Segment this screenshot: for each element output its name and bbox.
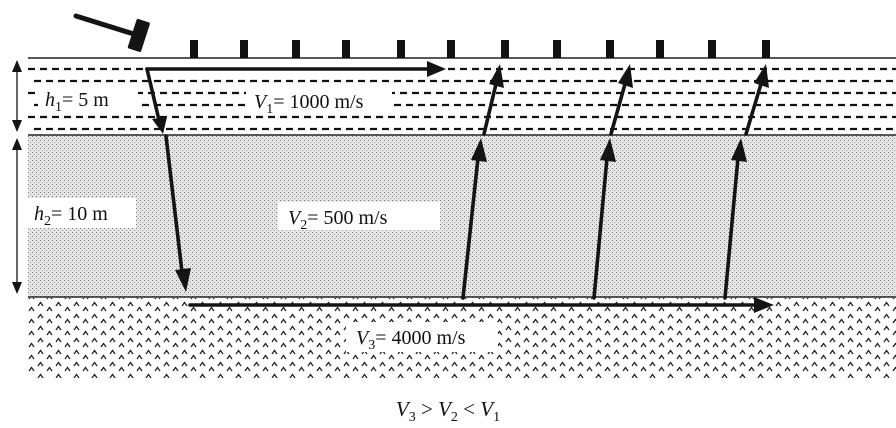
velocity-relation-caption: V3 > V2 < V1 xyxy=(396,397,500,425)
svg-text:h1= 5 m: h1= 5 m xyxy=(45,89,109,115)
label-background xyxy=(246,88,392,114)
svg-text:V1= 1000 m/s: V1= 1000 m/s xyxy=(254,91,364,117)
caption-greater-than: > xyxy=(416,397,438,421)
layer-2-fill xyxy=(28,135,896,297)
arrow-head xyxy=(471,138,487,162)
geophone-icon xyxy=(501,40,509,58)
v3-subscript: 3 xyxy=(368,338,375,353)
downgoing-ray-layer-1 xyxy=(145,67,161,122)
upgoing-ray-layer-1 xyxy=(609,82,627,136)
upgoing-ray-layer-2 xyxy=(723,156,740,300)
upgoing-ray-layer-1 xyxy=(744,82,763,136)
geophone-icon xyxy=(240,40,248,58)
h2-label: h2= 10 m xyxy=(28,198,136,229)
geophones xyxy=(190,40,770,58)
h1-value: = 5 m xyxy=(62,89,109,111)
ray-paths xyxy=(145,61,774,313)
label-background xyxy=(28,198,136,228)
label-background xyxy=(346,322,498,352)
h1-dimension-arrow xyxy=(12,60,22,132)
geophone-icon xyxy=(762,40,770,58)
geophone-icon xyxy=(656,40,664,58)
v1-symbol: V xyxy=(254,91,269,113)
caption-v1-subscript: 1 xyxy=(493,410,500,425)
arrow-head xyxy=(489,64,504,88)
svg-text:V2= 500 m/s: V2= 500 m/s xyxy=(288,207,388,233)
v3-symbol: V xyxy=(356,327,371,349)
caption-v3-subscript: 3 xyxy=(409,410,416,425)
svg-text:V3= 4000 m/s: V3= 4000 m/s xyxy=(356,327,466,353)
arrow-head xyxy=(427,61,446,77)
geophone-icon xyxy=(553,40,561,58)
v2-subscript: 2 xyxy=(300,218,307,233)
h2-value: = 10 m xyxy=(51,203,108,225)
downgoing-ray-layer-2 xyxy=(164,134,184,274)
arrow-head xyxy=(600,138,616,162)
geophone-icon xyxy=(190,40,198,58)
geophone-icon xyxy=(708,40,716,58)
h1-symbol: h xyxy=(45,89,55,111)
arrow-head xyxy=(152,117,167,134)
v2-symbol: V xyxy=(288,207,303,229)
layer-2 xyxy=(28,134,896,298)
caption-v2: V xyxy=(438,397,453,421)
caption-v2-subscript: 2 xyxy=(451,410,458,425)
arrow-head xyxy=(754,297,774,313)
upgoing-ray-layer-2 xyxy=(592,156,609,300)
geophone-icon xyxy=(292,40,300,58)
layer-1 xyxy=(28,57,896,135)
v3-label: V3= 4000 m/s xyxy=(346,322,498,353)
caption-less-than: < xyxy=(458,397,480,421)
v2-label: V2= 500 m/s xyxy=(278,202,440,233)
upgoing-ray-layer-1 xyxy=(482,82,498,136)
hammer-icon xyxy=(73,13,150,52)
geophone-icon xyxy=(397,40,405,58)
h1-subscript: 1 xyxy=(55,100,62,115)
v1-value: = 1000 m/s xyxy=(273,91,363,113)
h1-label: h1= 5 m xyxy=(38,86,138,115)
v1-subscript: 1 xyxy=(266,102,273,117)
label-background xyxy=(278,202,440,230)
geophone-icon xyxy=(342,40,350,58)
h2-subscript: 2 xyxy=(44,214,51,229)
v3-value: = 4000 m/s xyxy=(375,327,465,349)
geophone-icon xyxy=(606,40,614,58)
upgoing-ray-layer-2 xyxy=(461,156,480,300)
h2-symbol: h xyxy=(34,203,44,225)
v1-label: V1= 1000 m/s xyxy=(246,88,392,117)
caption-v3: V xyxy=(396,397,411,421)
v2-value: = 500 m/s xyxy=(307,207,387,229)
arrow-head xyxy=(731,138,747,162)
arrow-head xyxy=(618,64,633,88)
h2-dimension-arrow xyxy=(12,138,22,294)
svg-text:h2= 10 m: h2= 10 m xyxy=(34,203,108,229)
arrow-head xyxy=(754,64,769,88)
geophone-icon xyxy=(447,40,455,58)
label-background xyxy=(38,86,138,112)
arrow-head xyxy=(175,268,191,292)
caption-v1: V xyxy=(480,397,495,421)
